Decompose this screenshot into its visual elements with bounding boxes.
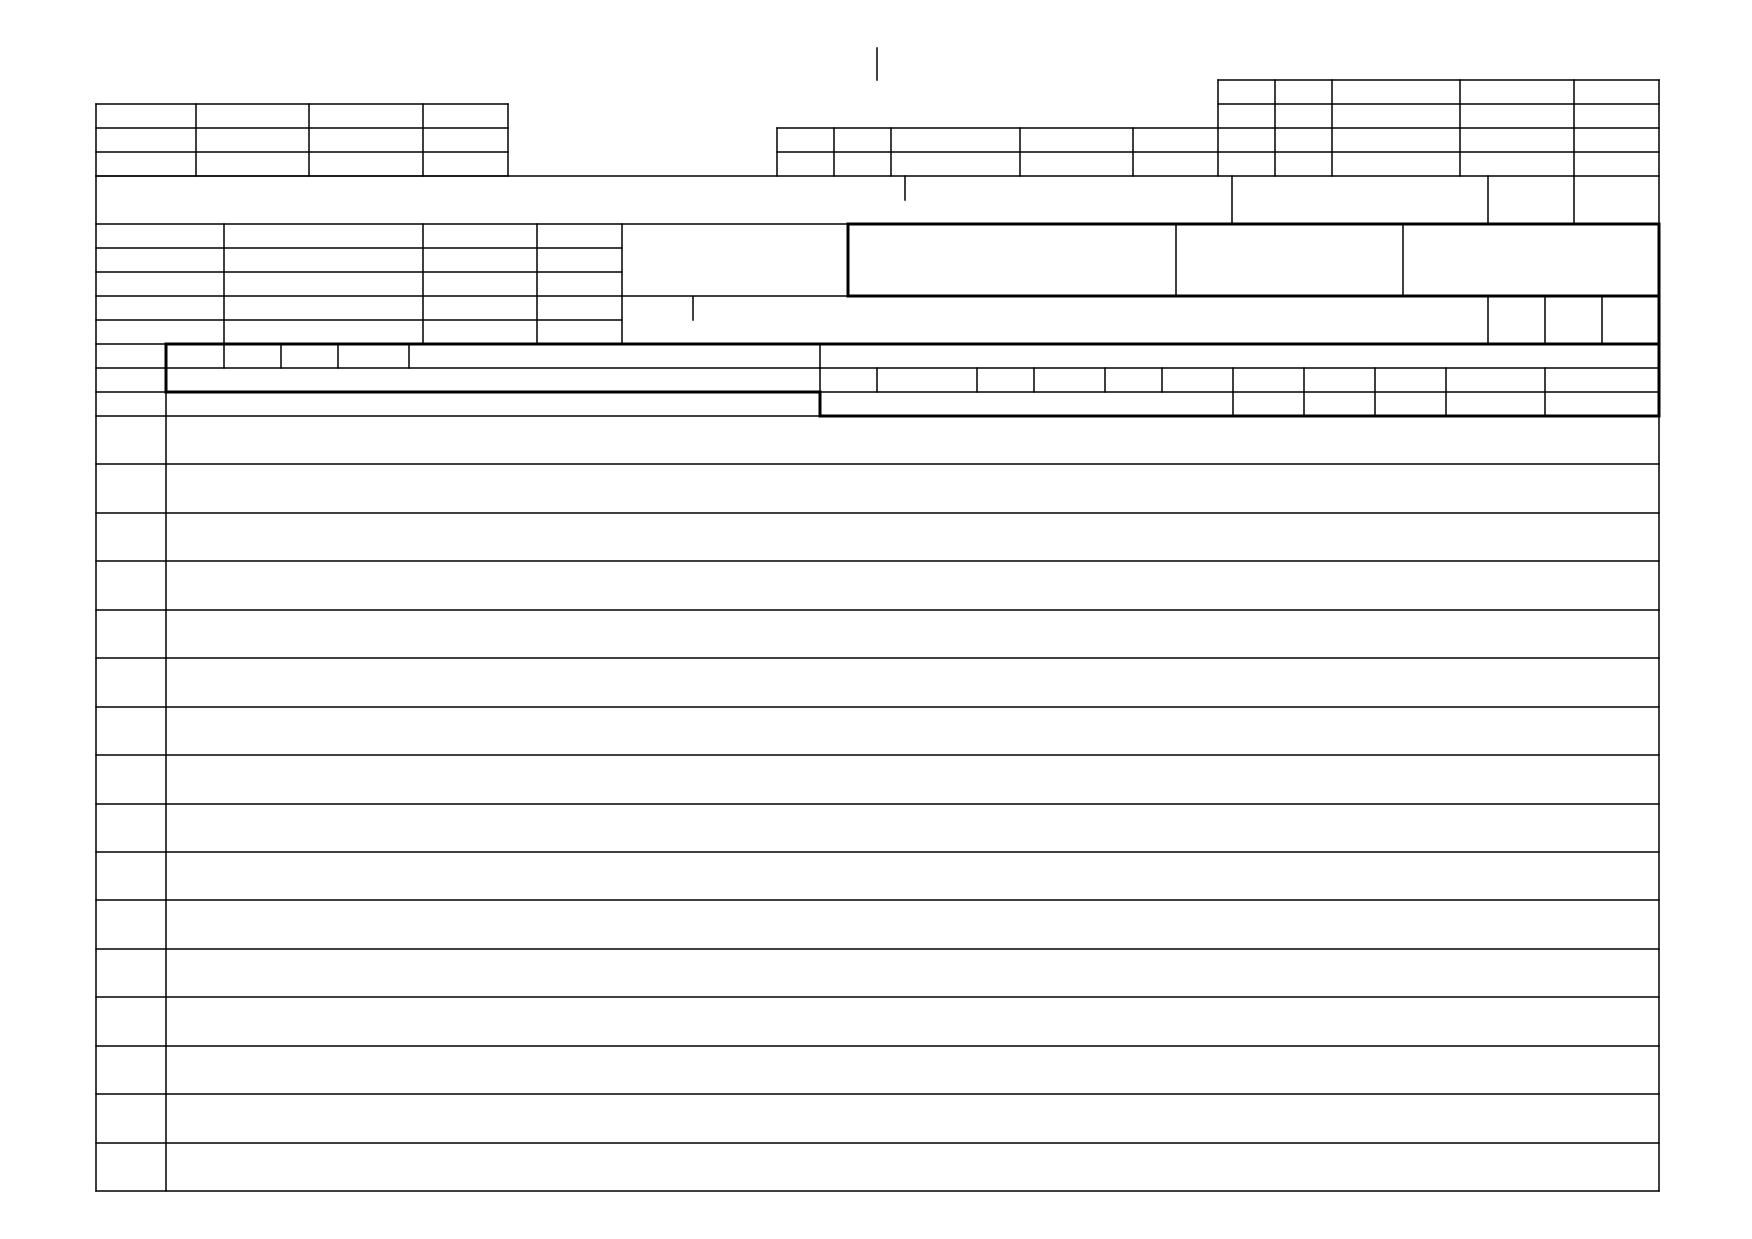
form-grid-lines bbox=[95, 47, 1660, 1192]
form-emphasis-borders bbox=[164, 222, 1661, 418]
